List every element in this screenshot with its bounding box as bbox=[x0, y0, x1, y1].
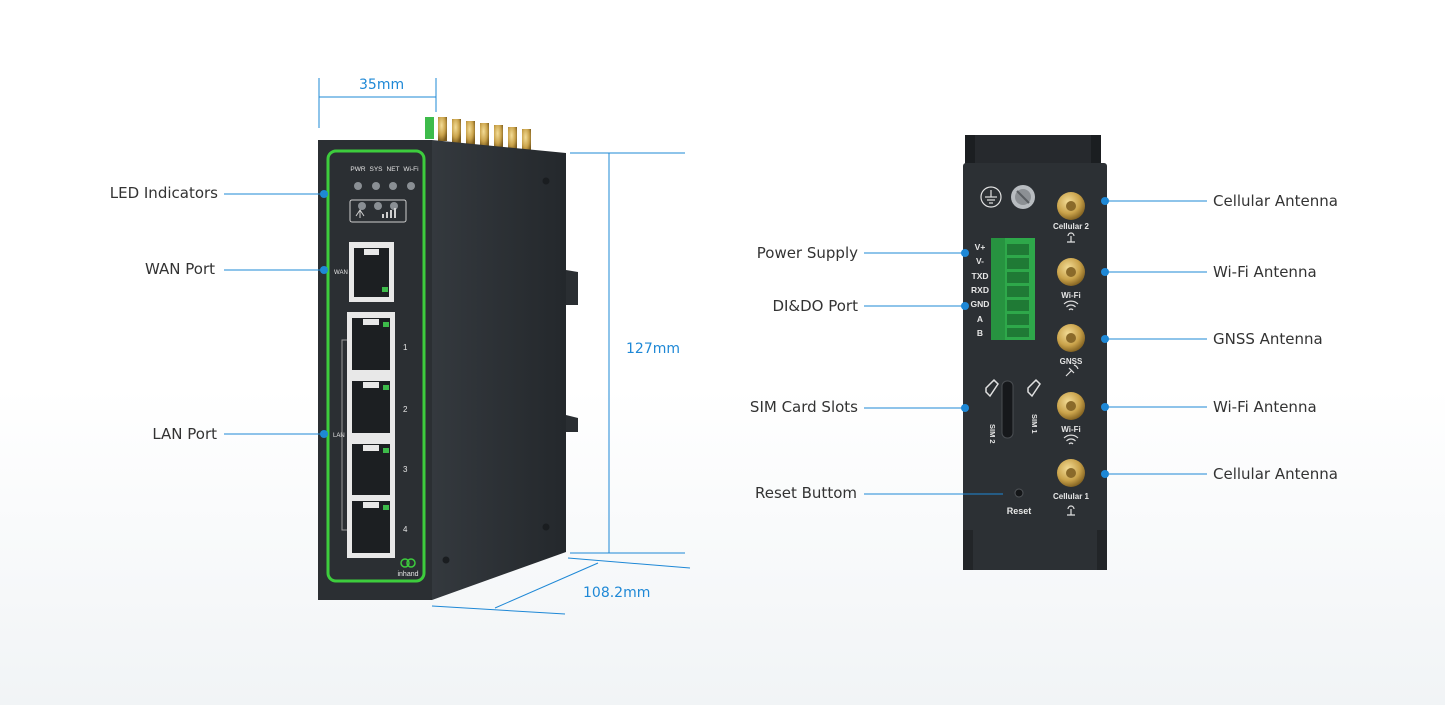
callout-dot bbox=[961, 302, 969, 310]
wan-port[interactable]: WAN bbox=[334, 242, 394, 302]
antenna-connector-gnss[interactable]: GNSS bbox=[1057, 324, 1085, 377]
svg-text:3: 3 bbox=[403, 465, 408, 474]
svg-text:1: 1 bbox=[403, 343, 408, 352]
ground-screw bbox=[1011, 185, 1035, 209]
label-wan-port: WAN Port bbox=[145, 260, 215, 278]
sim-card-icon bbox=[1027, 378, 1041, 398]
led-indicators: PWR SYS NET Wi-Fi bbox=[349, 166, 419, 223]
svg-text:inhand: inhand bbox=[397, 571, 418, 578]
svg-text:LAN: LAN bbox=[333, 433, 345, 439]
svg-text:Wi-Fi: Wi-Fi bbox=[403, 166, 418, 173]
callout-dot bbox=[1101, 470, 1109, 478]
callout-dot bbox=[961, 404, 969, 412]
label-power-supply: Power Supply bbox=[756, 244, 858, 262]
svg-text:RXD: RXD bbox=[971, 285, 989, 295]
antenna-connector-cellular-2[interactable]: Cellular 2 bbox=[1053, 192, 1090, 243]
sim-slots[interactable]: SIM 2 SIM 1 bbox=[985, 378, 1041, 444]
lan-port-4[interactable] bbox=[347, 495, 395, 558]
lan-port-3[interactable] bbox=[347, 438, 395, 501]
terminal-pin-labels: V+ V- TXD RXD GND A B bbox=[971, 242, 990, 338]
label-sim-card-slots: SIM Card Slots bbox=[749, 398, 858, 416]
antenna-connector-wifi-top[interactable]: Wi-Fi bbox=[1057, 258, 1085, 311]
device-side-panel bbox=[432, 140, 566, 600]
callout-dot bbox=[961, 249, 969, 257]
lan-port-1[interactable] bbox=[347, 312, 395, 375]
callout-dot bbox=[1101, 268, 1109, 276]
label-lan-port: LAN Port bbox=[152, 425, 217, 443]
callout-dot bbox=[1101, 197, 1109, 205]
terminal-block[interactable] bbox=[991, 238, 1035, 340]
svg-text:Reset: Reset bbox=[1007, 506, 1032, 516]
cellular-icon bbox=[1067, 505, 1075, 516]
label-led-indicators: LED Indicators bbox=[109, 184, 218, 202]
svg-text:A: A bbox=[977, 314, 983, 324]
svg-text:WAN: WAN bbox=[334, 270, 348, 276]
label-wifi-antenna-top: Wi-Fi Antenna bbox=[1213, 263, 1317, 281]
lan-ports[interactable]: LAN bbox=[333, 312, 408, 558]
callout-dot bbox=[320, 266, 328, 274]
svg-text:Cellular 2: Cellular 2 bbox=[1053, 222, 1090, 231]
label-cellular-antenna-top: Cellular Antenna bbox=[1213, 192, 1338, 210]
svg-text:Wi-Fi: Wi-Fi bbox=[1061, 425, 1080, 434]
callout-dot bbox=[1101, 335, 1109, 343]
svg-text:GNSS: GNSS bbox=[1060, 357, 1083, 366]
front-device: PWR SYS NET Wi-Fi WAN bbox=[318, 117, 578, 600]
wifi-icon bbox=[1063, 300, 1079, 311]
callout-dot bbox=[320, 190, 328, 198]
green-bezel bbox=[326, 149, 426, 583]
ground-icon bbox=[980, 186, 1002, 208]
antenna-connector-cellular-1[interactable]: Cellular 1 bbox=[1053, 459, 1090, 516]
svg-text:B: B bbox=[977, 328, 983, 338]
satellite-icon bbox=[1065, 364, 1079, 377]
front-callouts bbox=[224, 193, 321, 435]
cellular-icon bbox=[1067, 232, 1075, 243]
svg-text:V+: V+ bbox=[975, 242, 986, 252]
depth-dimension: 108.2mm bbox=[583, 585, 651, 601]
svg-text:NET: NET bbox=[387, 166, 400, 173]
height-dimension: 127mm bbox=[626, 341, 680, 357]
width-dimension: 35mm bbox=[359, 77, 405, 93]
antenna-connector-wifi-bottom[interactable]: Wi-Fi bbox=[1057, 392, 1085, 445]
label-di-do-port: DI&DO Port bbox=[772, 297, 858, 315]
label-reset-button: Reset Buttom bbox=[754, 484, 857, 502]
svg-text:2: 2 bbox=[403, 405, 408, 414]
svg-text:SIM 2: SIM 2 bbox=[988, 424, 997, 444]
svg-text:Cellular 1: Cellular 1 bbox=[1053, 492, 1090, 501]
label-wifi-antenna-bottom: Wi-Fi Antenna bbox=[1213, 398, 1317, 416]
svg-text:TXD: TXD bbox=[972, 271, 989, 281]
svg-text:4: 4 bbox=[403, 525, 408, 534]
reset-button[interactable]: Reset bbox=[1007, 488, 1032, 516]
rear-callouts bbox=[864, 200, 1207, 495]
label-gnss-antenna: GNSS Antenna bbox=[1213, 330, 1323, 348]
callout-dot bbox=[320, 430, 328, 438]
lan-port-2[interactable] bbox=[347, 375, 395, 438]
svg-text:SIM 1: SIM 1 bbox=[1030, 414, 1039, 434]
label-cellular-antenna-bottom: Cellular Antenna bbox=[1213, 465, 1338, 483]
svg-text:PWR: PWR bbox=[350, 166, 365, 173]
callout-dot bbox=[1101, 403, 1109, 411]
svg-text:SYS: SYS bbox=[369, 166, 383, 173]
dimension-lines bbox=[318, 78, 691, 615]
svg-text:Wi-Fi: Wi-Fi bbox=[1061, 291, 1080, 300]
sim-card-icon bbox=[985, 378, 999, 398]
wifi-icon bbox=[1063, 434, 1079, 445]
rear-device: V+ V- TXD RXD GND A B SIM 2 SIM 1 Reset bbox=[963, 135, 1107, 570]
brand-logo: inhand bbox=[397, 558, 419, 578]
svg-text:V-: V- bbox=[976, 256, 984, 266]
top-antenna-connectors bbox=[425, 117, 531, 153]
svg-text:GND: GND bbox=[971, 299, 990, 309]
